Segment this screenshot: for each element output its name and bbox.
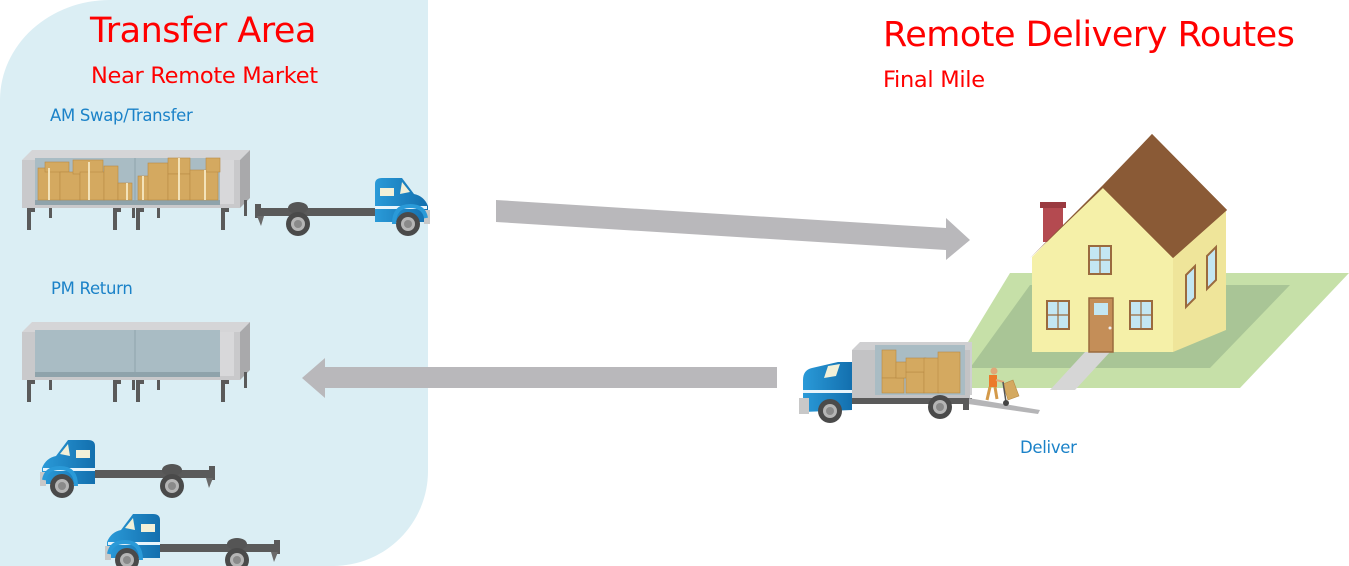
- am-swap-label: AM Swap/Transfer: [50, 106, 193, 125]
- remote-delivery-subtitle: Final Mile: [883, 67, 985, 93]
- remote-delivery-title: Remote Delivery Routes: [883, 15, 1295, 55]
- arrow-left-icon: [302, 358, 777, 398]
- truck-icon: [255, 178, 430, 236]
- transfer-area-subtitle: Near Remote Market: [91, 63, 318, 89]
- house-icon: [1030, 134, 1227, 353]
- delivery-truck-icon: [799, 342, 1040, 423]
- trailer-empty-icon: [21, 321, 251, 403]
- arrow-right-icon: [496, 200, 970, 260]
- worker-dolly-icon: [985, 367, 1020, 406]
- pm-return-label: PM Return: [51, 279, 133, 298]
- truck-icon: [40, 440, 215, 498]
- truck-icon: [105, 514, 280, 566]
- transfer-area-title: Transfer Area: [90, 11, 316, 51]
- trailer-loaded-icon: [21, 149, 251, 231]
- deliver-label: Deliver: [1020, 438, 1077, 457]
